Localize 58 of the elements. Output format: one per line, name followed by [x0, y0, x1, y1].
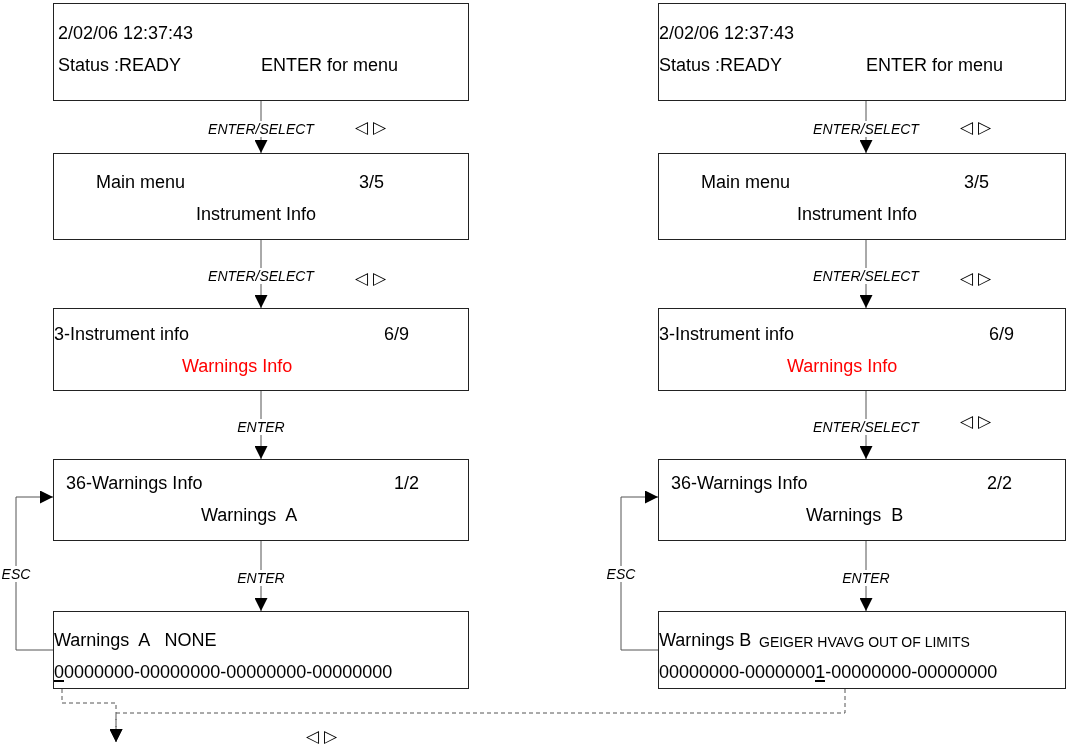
screen-text: 3/5	[359, 171, 385, 193]
edge-label: ENTER/SELECT	[812, 268, 920, 284]
arrow-keys-symbol: ◁ ▷	[355, 270, 386, 288]
screen-text: Status :READY	[659, 54, 783, 76]
edge-label: ENTER	[236, 419, 286, 435]
screen-text: 3-Instrument info	[659, 323, 795, 345]
screen-text: 36-Warnings Info	[66, 472, 203, 494]
edge-label: ESC	[605, 565, 637, 582]
screen-text: 2/02/06 12:37:43	[659, 22, 795, 44]
display-screen	[53, 3, 469, 101]
screen-text: 6/9	[384, 323, 410, 345]
arrow-keys-symbol: ◁ ▷	[355, 119, 386, 137]
edge-label: ENTER/SELECT	[812, 121, 920, 137]
display-screen	[658, 611, 1066, 689]
screen-text: ENTER for menu	[261, 54, 399, 76]
screen-text: Status :READY	[58, 54, 182, 76]
screen-text: 36-Warnings Info	[671, 472, 808, 494]
arrow-keys-symbol: ◁ ▷	[960, 119, 991, 137]
screen-text: 00000000-00000001-00000000-00000000	[659, 661, 998, 683]
dashed-arrow	[109, 688, 846, 743]
display-screen	[658, 459, 1066, 541]
arrow-keys-symbol: ◁ ▷	[306, 728, 337, 746]
display-screen	[658, 153, 1066, 240]
edge-label: ENTER/SELECT	[812, 419, 920, 435]
arrow	[620, 490, 659, 651]
arrow-keys-symbol: ◁ ▷	[960, 413, 991, 431]
screen-text: 00000000-00000000-00000000-00000000	[54, 661, 393, 683]
screen-text: Main menu	[701, 171, 791, 193]
screen-text: Warnings A	[201, 504, 298, 526]
screen-text: Warnings B	[659, 629, 752, 651]
screen-text: GEIGER HVAVG OUT OF LIMITS	[759, 633, 970, 652]
screen-text: Main menu	[96, 171, 186, 193]
screen-text: Instrument Info	[196, 203, 317, 225]
arrow-keys-symbol: ◁ ▷	[960, 270, 991, 288]
display-screen	[658, 308, 1066, 391]
edge-label: ENTER	[841, 570, 891, 586]
screen-text: Warnings B	[806, 504, 904, 526]
screen-text: 6/9	[989, 323, 1015, 345]
screen-text: ENTER for menu	[866, 54, 1004, 76]
screen-text: 2/02/06 12:37:43	[58, 22, 194, 44]
edge-label: ENTER/SELECT	[207, 121, 315, 137]
screen-text: Warnings A NONE	[54, 629, 217, 651]
display-screen	[53, 611, 469, 689]
screen-text: 2/2	[987, 472, 1013, 494]
screen-text: 3/5	[964, 171, 990, 193]
edge-label: ESC	[0, 565, 32, 582]
screen-text: 1/2	[394, 472, 420, 494]
display-screen	[658, 3, 1066, 101]
screen-text: Instrument Info	[797, 203, 918, 225]
screen-text: 3-Instrument info	[54, 323, 190, 345]
edge-label: ENTER	[236, 570, 286, 586]
screen-text: Warnings Info	[787, 355, 898, 377]
display-screen	[53, 308, 469, 391]
display-screen	[53, 153, 469, 240]
display-screen	[53, 459, 469, 541]
edge-label: ENTER/SELECT	[207, 268, 315, 284]
arrow	[15, 490, 54, 651]
screen-text: Warnings Info	[182, 355, 293, 377]
